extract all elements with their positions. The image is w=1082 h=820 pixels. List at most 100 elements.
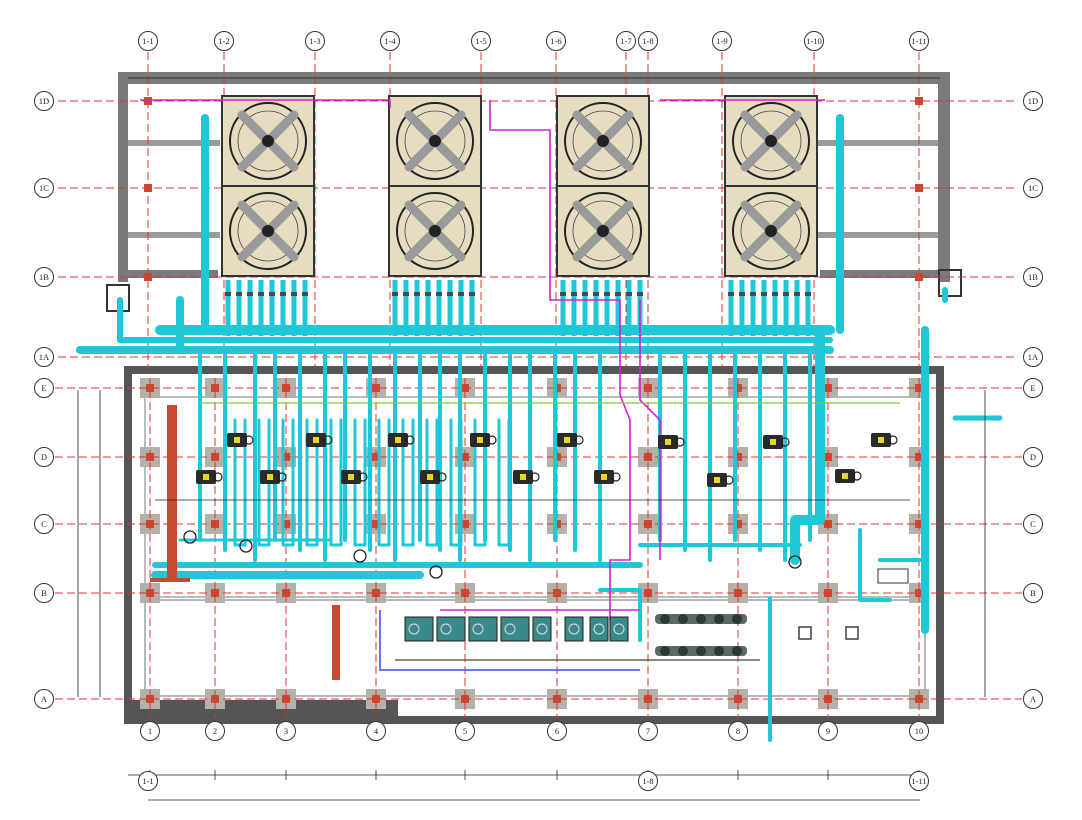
grid-bubble-left: A [34,689,54,709]
pump-volute [574,435,584,445]
valve [458,292,464,296]
grid-bubble-label: 1-4 [384,36,396,46]
grid-bubble-label: 1C [39,183,49,193]
valve [728,292,734,296]
grid-bubble-axis: 1-1 [138,771,158,791]
grid-bubble-bottom: 9 [818,721,838,741]
grid-bubble-circle [547,721,567,741]
cooling-tower-fan-icon [732,102,810,180]
pump-tag [878,437,884,443]
grid-bubble-bottom: 8 [728,721,748,741]
grid-bubble-top: 1-10 [804,31,824,51]
grid-bubble-left: E [34,378,54,398]
exchanger-plate [696,614,706,624]
grid-bubble-circle [471,31,491,51]
grid-bubble-circle [366,721,386,741]
valve [560,292,566,296]
pump-volute [530,472,540,482]
exchanger-plate [732,614,742,624]
grid-bubble-circle [1023,378,1043,398]
grid-bubble-label: A [41,694,48,704]
tank-port [536,623,548,635]
valve [739,292,745,296]
fan-hub [262,135,274,147]
pump-tag [203,474,209,480]
tank-port [613,623,625,635]
grid-bubble-label: 1-9 [716,36,727,46]
valve [761,292,767,296]
grid-bubble-label: 1B [39,272,49,282]
floor-drain-icon [798,626,812,640]
fan-inner-ring [740,110,802,172]
fan-inner-ring [404,200,466,262]
grid-bubble-bottom: 2 [205,721,225,741]
exchanger-plate [696,646,706,656]
grid-bubble-left: C [34,514,54,534]
valve [794,292,800,296]
magenta-line-mid [489,100,631,620]
pump-tag [714,477,720,483]
fan-inner-ring [237,200,299,262]
grid-bubble-circle [455,721,475,741]
grid-bubble-top: 1-9 [712,31,732,51]
grid-bubble-label: 7 [646,726,650,736]
grid-bubble-circle [638,31,658,51]
red-riser [167,405,177,580]
grid-bubble-circle [546,31,566,51]
tank-port [440,623,452,635]
upper-south-wall-left [128,270,218,278]
valve [291,292,297,296]
pump-volute [405,435,415,445]
valve [302,292,308,296]
grid-bubble-axis: 1-8 [638,771,658,791]
grid-bubble-circle [34,347,54,367]
pump-tag [313,437,319,443]
upper-south-wall-right [820,270,938,278]
grid-bubble-label: 1-7 [620,36,631,46]
lower-inner-wall [144,599,926,697]
u-loop-pipe [401,418,415,547]
grid-bubble-right: 1B [1023,267,1043,287]
grid-bubble-circle [616,31,636,51]
grid-bubble-circle [34,689,54,709]
grid-bubble-top: 1-2 [214,31,234,51]
grid-bubble-circle [138,31,158,51]
grid-bubble-label: 1D [1028,96,1038,106]
grid-bubble-circle [1023,514,1043,534]
grid-bubble-top: 1-5 [471,31,491,51]
grid-bubble-circle [276,721,296,741]
pump-tag [427,474,433,480]
beam-left-1 [128,232,220,238]
fan-hub [429,135,441,147]
grid-bubble-label: 1-1 [142,776,153,786]
grid-bubble-label: E [41,383,46,393]
tank-icon [404,616,434,642]
tank-icon [532,616,552,642]
fan-hub [262,225,274,237]
valve [626,292,632,296]
valve-icon [183,530,197,544]
column [146,384,154,392]
grid-bubble-circle [305,31,325,51]
magenta-line-top [140,99,391,108]
grid-bubble-circle [804,31,824,51]
column [146,695,154,703]
grid-bubble-left: 1C [34,178,54,198]
grid-bubble-label: A [1030,694,1037,704]
exchanger-plate [732,646,742,656]
pump-volute [437,472,447,482]
grid-bubble-label: 4 [374,726,379,736]
grid-bubble-circle [1023,689,1043,709]
valve [403,292,409,296]
pump-tag [477,437,483,443]
pump-tag [267,474,273,480]
structure-walls [106,72,962,724]
column [553,589,561,597]
cooling-tower-fan-icon [229,102,307,180]
valve-icon [353,549,367,563]
grid-bubble-left: B [34,583,54,603]
tank-port [472,623,484,635]
column [734,589,742,597]
beam-left-0 [128,140,220,146]
